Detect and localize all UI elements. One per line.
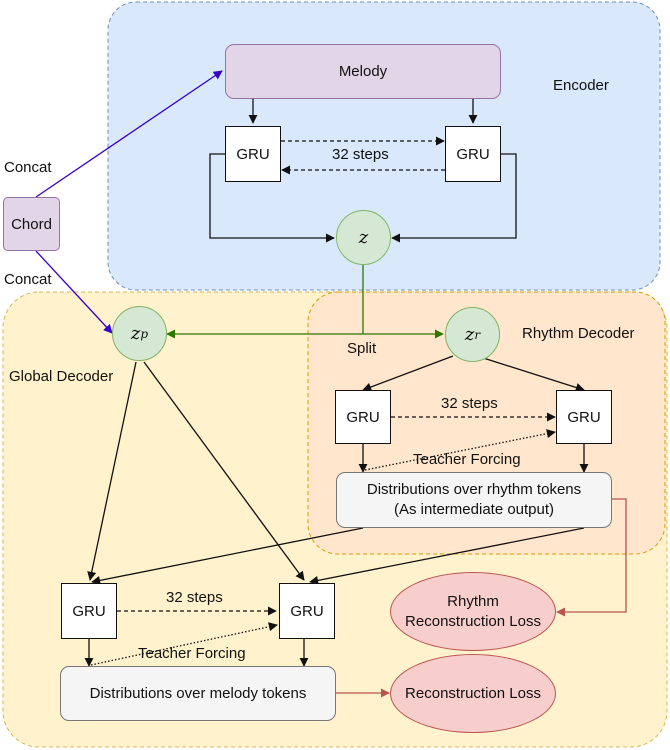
zp-to-gru-left-edge [87, 361, 137, 581]
chord-to-zp-edge [35, 250, 113, 334]
rhythm-distribution-node: Distributions over rhythm tokens (As int… [336, 472, 612, 528]
latent-z-node: z [336, 210, 391, 265]
rhythm-teacher-forcing-label: Teacher Forcing [413, 451, 521, 468]
melody-distribution-node: Distributions over melody tokens [60, 666, 336, 721]
encoder-label: Encoder [553, 77, 609, 94]
rhythm-steps-label: 32 steps [441, 395, 498, 412]
rhythm-gru-right: GRU [556, 390, 612, 444]
encoder-edges [209, 99, 517, 243]
encoder-steps-label: 32 steps [332, 146, 389, 163]
split-edges [166, 265, 444, 339]
concat-label-bottom: Concat [4, 271, 52, 288]
global-steps-label: 32 steps [166, 589, 223, 606]
rhythm-gru-left: GRU [335, 390, 391, 444]
global-teacher-forcing-edge [90, 622, 278, 666]
split-label: Split [347, 340, 377, 357]
zr-base: z [464, 324, 475, 345]
encoder-gru-left: GRU [225, 126, 281, 182]
chord-node: Chord [3, 197, 60, 251]
zr-sub: r [474, 327, 481, 342]
zp-sub: p [140, 326, 149, 341]
concat-label-top: Concat [4, 159, 52, 176]
global-decoder-edges [84, 361, 585, 667]
reconstruction-loss-node: Reconstruction Loss [390, 654, 556, 733]
gru-left-to-z-edge [209, 153, 335, 243]
loss-edges [336, 498, 627, 698]
rhythm-dist-to-rhythm-loss-edge [556, 498, 627, 617]
rhythm-teacher-forcing-edge [364, 429, 556, 471]
zr-to-gru-left-edge [362, 355, 454, 392]
rhythm-decoder-edges [358, 355, 589, 473]
global-gru-right: GRU [279, 583, 335, 639]
global-teacher-forcing-label: Teacher Forcing [138, 645, 246, 662]
rhythm-reconstruction-loss-node: Rhythm Reconstruction Loss [390, 572, 556, 651]
rhythm-dist-to-gru-right-edge [309, 527, 585, 585]
rhythm-decoder-label: Rhythm Decoder [522, 325, 635, 342]
zp-base: z [130, 323, 141, 344]
rhythm-dist-to-gru-left-edge [91, 527, 364, 585]
encoder-gru-right: GRU [445, 126, 501, 182]
melody-node: Melody [225, 44, 501, 99]
chord-to-melody-edge [35, 70, 223, 198]
zp-to-gru-right-edge [143, 361, 305, 581]
zr-to-gru-right-edge [476, 355, 585, 392]
global-decoder-label: Global Decoder [9, 368, 114, 385]
gru-right-to-z-edge [391, 153, 517, 243]
global-gru-left: GRU [61, 583, 117, 639]
concat-edges [35, 70, 223, 334]
